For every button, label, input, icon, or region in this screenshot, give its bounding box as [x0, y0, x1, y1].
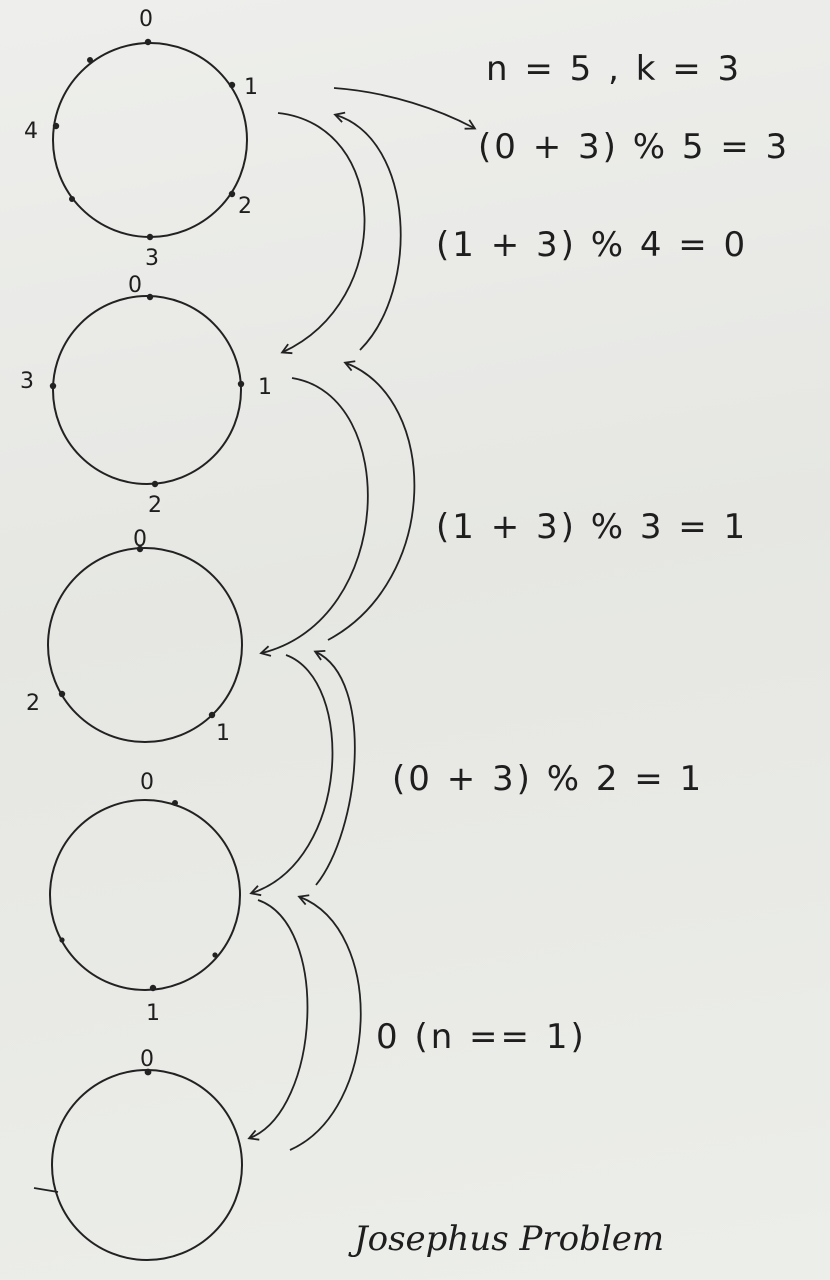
position-dot-2 [228, 190, 236, 198]
arrow-up-4 [289, 894, 362, 1151]
position-label-0: 0 [139, 7, 153, 32]
circle-n2: 0 1 [49, 770, 241, 1026]
position-dot-extra [212, 952, 218, 958]
circle-outline [51, 1069, 243, 1261]
equation-2: (1 + 3) % 4 = 0 [436, 225, 748, 265]
return-up-arrows [289, 87, 477, 1151]
position-label-2: 2 [26, 691, 40, 716]
arrow-down-3 [249, 654, 334, 897]
position-dot-2 [151, 480, 159, 488]
position-label-1: 1 [258, 375, 272, 400]
position-label-0: 0 [140, 1047, 154, 1072]
circle-n4: 0 1 2 3 [20, 273, 272, 518]
circle-n1: 0 [33, 1047, 243, 1261]
circle-n3: 0 1 2 [26, 527, 243, 746]
circle-outline [49, 799, 241, 991]
position-dot-3 [49, 382, 57, 390]
arrow-up-1 [333, 111, 402, 351]
position-dot-extra [59, 937, 65, 943]
position-dot-0 [146, 293, 154, 301]
position-dot-0 [172, 800, 178, 806]
equation-4: (0 + 3) % 2 = 1 [392, 759, 704, 799]
position-dot-1 [228, 81, 236, 89]
position-label-1: 1 [216, 721, 230, 746]
problem-parameters: n = 5 , k = 3 [486, 49, 742, 89]
position-dot-3 [146, 233, 154, 241]
position-dot-0 [144, 1068, 152, 1076]
position-label-1: 1 [244, 75, 258, 100]
position-label-0: 0 [128, 273, 142, 298]
arrow-to-first-equation [333, 87, 477, 130]
position-dot-1 [237, 380, 245, 388]
position-label-1: 1 [146, 1001, 160, 1026]
position-label-2: 2 [238, 194, 252, 219]
position-label-3: 3 [20, 369, 34, 394]
position-dot-2 [58, 690, 66, 698]
equation-5: 0 (n == 1) [376, 1017, 587, 1057]
position-dot-4 [52, 122, 60, 130]
circle-outline [47, 547, 243, 743]
arrow-down-2 [259, 377, 369, 657]
position-dot-1 [149, 984, 157, 992]
position-dot-extra [69, 196, 75, 202]
arrow-down-4 [247, 899, 309, 1141]
circle-outline [52, 42, 248, 238]
arrow-up-2 [327, 360, 416, 641]
position-dot-0 [136, 545, 144, 553]
equation-1: (0 + 3) % 5 = 3 [478, 127, 790, 167]
position-label-3: 3 [145, 246, 159, 271]
position-label-4: 4 [24, 119, 38, 144]
position-dot-1 [208, 711, 216, 719]
position-label-0: 0 [140, 770, 154, 795]
arrow-up-3 [313, 650, 356, 886]
equation-3: (1 + 3) % 3 = 1 [436, 507, 748, 547]
stray-pen-mark [33, 1187, 59, 1193]
diagram-title: Josephus Problem [348, 1219, 664, 1259]
recursion-down-arrows [247, 112, 369, 1141]
position-label-0: 0 [133, 527, 147, 552]
position-label-2: 2 [148, 493, 162, 518]
position-dot-0 [144, 38, 152, 46]
arrow-down-1 [277, 112, 366, 355]
circle-n5: 0 1 2 3 4 [24, 7, 258, 271]
circle-outline [52, 295, 242, 485]
position-dot-extra [87, 57, 93, 63]
